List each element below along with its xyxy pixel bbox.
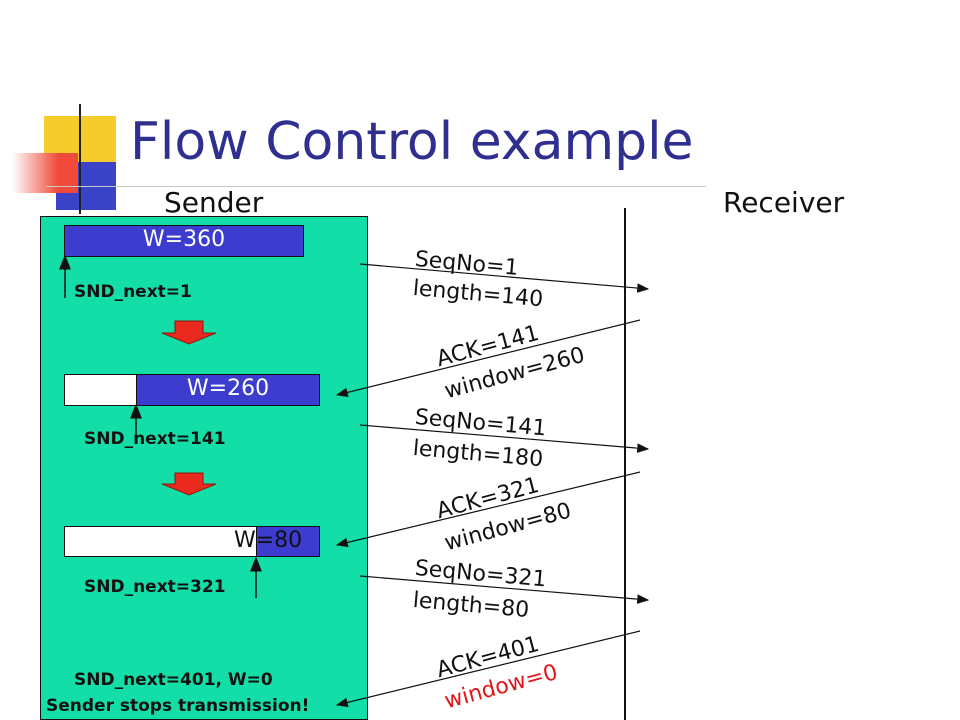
final-state-label: SND_next=401, W=0 [74,670,273,690]
down-arrow-2 [161,472,217,496]
down-arrow-1 [161,320,217,345]
receiver-timeline [624,208,626,720]
ack-arrow-3 [335,630,641,708]
seg-arrow-1 [359,263,650,293]
slide-title: Flow Control example [130,112,694,172]
window-bar-1: W=360 [64,225,304,257]
stop-note: Sender stops transmission! [46,696,310,716]
sender-panel [40,216,368,720]
ack-arrow-2 [335,471,641,548]
receiver-header: Receiver [723,186,845,219]
seg-arrow-3 [359,575,650,604]
window-bar-3 [256,526,320,557]
sender-header: Sender [164,186,264,219]
title-underline [46,186,706,187]
snd-next-label-2: SND_next=141 [84,429,226,449]
ack-arrow-1 [335,319,641,398]
snd-next-label-1: SND_next=1 [74,282,192,302]
seg-arrow-2 [359,424,650,453]
snd-next-label-3: SND_next=321 [84,577,226,597]
window-label-3: W=80 [234,528,303,553]
window-bar-2: W=260 [136,374,320,406]
decor-vertical-line [79,104,81,214]
